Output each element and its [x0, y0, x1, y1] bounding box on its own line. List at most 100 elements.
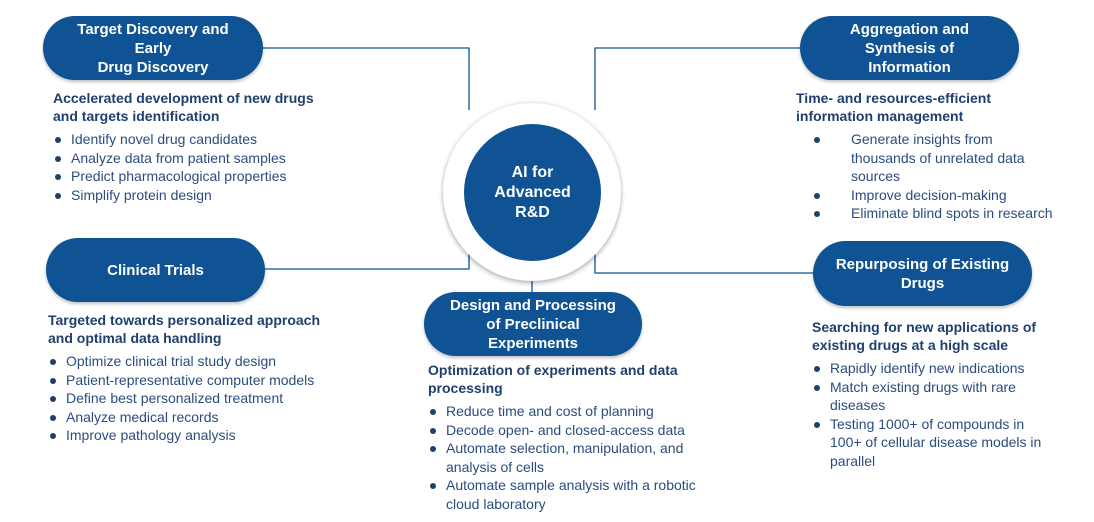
list-item-text: Rapidly identify new indications [830, 360, 1025, 376]
list-item: Improve decision-making [796, 186, 1086, 205]
list-item-text: Automate selection, manipulation, and an… [446, 440, 684, 475]
list-item: Analyze medical records [48, 408, 378, 427]
block-subtitle: Searching for new applications of existi… [812, 318, 1062, 354]
subtitle-line: existing drugs at a high scale [812, 337, 1009, 353]
bullet-icon [814, 421, 820, 428]
pill-title-line: Experiments [487, 334, 579, 352]
bullet-icon [50, 433, 56, 439]
pill-title-line: Target Discovery and Early [77, 20, 229, 57]
pill-clinical-trials: Clinical Trials [46, 238, 265, 302]
list-item-text: Predict pharmacological properties [71, 168, 287, 184]
hub-label-line: AI for [511, 163, 554, 181]
subtitle-line: Optimization of experiments and data [428, 362, 678, 378]
pill-title-line: Design and Processing [450, 296, 616, 314]
list-item-text: Testing 1000+ of compounds in 100+ of ce… [830, 415, 1042, 469]
list-item: Simplify protein design [53, 186, 373, 205]
list-item-text: Automate sample analysis with a robotic … [446, 477, 696, 512]
list-item: Automate selection, manipulation, and an… [428, 439, 728, 476]
list-item: Eliminate blind spots in research [796, 204, 1086, 223]
block-subtitle: Targeted towards personalized approach a… [48, 311, 378, 347]
list-item-text: Decode open- and closed-access data [446, 421, 685, 438]
bullet-list: Rapidly identify new indications Match e… [812, 359, 1052, 470]
list-item-text: Analyze medical records [66, 408, 219, 425]
connector-aggregation [594, 47, 800, 110]
list-item: Analyze data from patient samples [53, 149, 373, 168]
pill-title-line: Repurposing of Existing [835, 255, 1010, 273]
list-item-text: Generate insights from thousands of unre… [851, 131, 1025, 184]
bullet-icon [55, 174, 61, 180]
list-item: Decode open- and closed-access data [428, 421, 728, 440]
bullet-icon [55, 155, 61, 162]
pill-title-line: Clinical Trials [107, 261, 204, 279]
bullet-icon [430, 446, 436, 452]
list-item: Identify novel drug candidates [53, 130, 373, 149]
block-preclinical-experiments: Optimization of experiments and data pro… [428, 361, 738, 513]
list-item: Generate insights from thousands of unre… [796, 130, 1031, 186]
list-item-text: Reduce time and cost of planning [446, 403, 654, 419]
block-clinical-trials: Targeted towards personalized approach a… [48, 311, 378, 445]
bullet-icon [430, 427, 436, 434]
list-item-text: Improve pathology analysis [66, 427, 236, 443]
list-item: Patient-representative computer models [48, 371, 378, 390]
connector-target-discovery [263, 47, 470, 110]
list-item-text: Match existing drugs with rare diseases [830, 378, 1016, 414]
pill-repurposing-existing-drugs: Repurposing of Existing Drugs [813, 241, 1032, 306]
list-item-text: Optimize clinical trial study design [66, 353, 277, 369]
bullet-icon [430, 483, 436, 489]
list-item-text: Analyze data from patient samples [71, 149, 286, 166]
subtitle-line: processing [428, 380, 503, 396]
bullet-icon [50, 359, 56, 365]
bullet-icon [50, 414, 56, 421]
subtitle-line: Accelerated development of new drugs [53, 90, 314, 106]
pill-title-line: Drugs [900, 274, 945, 292]
bullet-icon [814, 137, 820, 143]
hub-ai-for-advanced-rnd: AI for Advanced R&D [464, 124, 601, 261]
pill-title-line: Information [868, 58, 951, 76]
block-subtitle: Optimization of experiments and data pro… [428, 361, 738, 397]
block-subtitle: Time- and resources-efficient informatio… [796, 89, 1086, 125]
hub-label-line: Advanced [494, 183, 571, 201]
list-item: Match existing drugs with rare diseases [812, 378, 1052, 415]
list-item: Automate sample analysis with a robotic … [428, 476, 728, 513]
pill-preclinical-experiments: Design and Processing of Preclinical Exp… [424, 292, 642, 356]
block-target-discovery: Accelerated development of new drugs and… [53, 89, 373, 204]
list-item-text: Identify novel drug candidates [71, 131, 258, 147]
bullet-icon [430, 409, 436, 415]
block-subtitle: Accelerated development of new drugs and… [53, 89, 373, 125]
bullet-icon [814, 192, 820, 199]
list-item: Optimize clinical trial study design [48, 352, 378, 371]
bullet-list: Reduce time and cost of planning Decode … [428, 402, 728, 513]
hub-label-line: R&D [515, 203, 550, 221]
list-item: Testing 1000+ of compounds in 100+ of ce… [812, 415, 1052, 471]
subtitle-line: Searching for new applications of [812, 319, 1037, 335]
list-item-text: Simplify protein design [71, 186, 212, 203]
bullet-icon [814, 384, 820, 391]
pill-title-line: Synthesis of [864, 39, 955, 57]
bullet-icon [55, 192, 61, 199]
bullet-icon [55, 137, 61, 143]
subtitle-line: and optimal data handling [48, 330, 222, 346]
list-item-text: Patient-representative computer models [66, 371, 315, 388]
block-aggregation-synthesis: Time- and resources-efficient informatio… [796, 89, 1086, 223]
pill-target-discovery: Target Discovery and Early Drug Discover… [43, 16, 263, 80]
bullet-icon [50, 377, 56, 384]
list-item-text: Eliminate blind spots in research [851, 205, 1053, 221]
connector-clinical-trials [265, 250, 470, 270]
bullet-list: Identify novel drug candidates Analyze d… [53, 130, 373, 204]
bullet-icon [814, 211, 820, 217]
connector-repurposing [594, 250, 813, 274]
subtitle-line: Targeted towards personalized approach [48, 312, 321, 328]
pill-title-line: Aggregation and [849, 20, 970, 38]
subtitle-line: Time- and resources-efficient [796, 90, 992, 106]
bullet-list: Generate insights from thousands of unre… [796, 130, 1086, 223]
list-item-text: Define best personalized treatment [66, 390, 284, 406]
pill-aggregation-synthesis: Aggregation and Synthesis of Information [800, 16, 1019, 80]
list-item-text: Improve decision-making [851, 186, 1007, 203]
list-item: Improve pathology analysis [48, 426, 378, 445]
pill-title-line: of Preclinical [486, 315, 580, 333]
block-repurposing-existing-drugs: Searching for new applications of existi… [812, 318, 1062, 470]
bullet-list: Optimize clinical trial study design Pat… [48, 352, 378, 445]
list-item: Predict pharmacological properties [53, 167, 373, 186]
pill-title-line: Drug Discovery [97, 58, 209, 76]
